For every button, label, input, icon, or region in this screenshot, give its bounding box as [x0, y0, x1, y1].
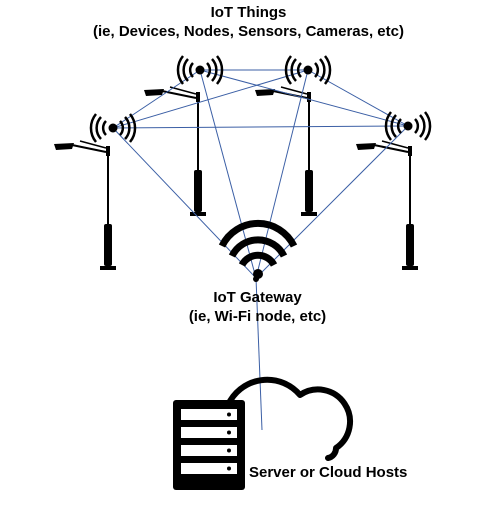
street-light-pole-icon — [254, 86, 318, 217]
iot-things-subtitle: (ie, Devices, Nodes, Sensors, Cameras, e… — [93, 23, 404, 40]
server-cloud-label: Server or Cloud Hosts — [249, 464, 408, 481]
street-light-pole-icon — [355, 140, 419, 271]
iot-gateway-subtitle: (ie, Wi-Fi node, etc) — [188, 308, 327, 325]
wifi-broadcast-icon — [284, 54, 332, 86]
street-light-pole-icon — [53, 140, 117, 271]
iot-things-title: IoT Things — [210, 4, 287, 21]
iot-gateway-title: IoT Gateway — [213, 289, 302, 306]
wifi-broadcast-icon — [384, 110, 432, 142]
street-light-pole-icon — [143, 86, 207, 217]
wifi-gateway-icon — [218, 220, 298, 282]
server-rack-icon — [173, 400, 245, 490]
network-links — [112, 69, 409, 431]
